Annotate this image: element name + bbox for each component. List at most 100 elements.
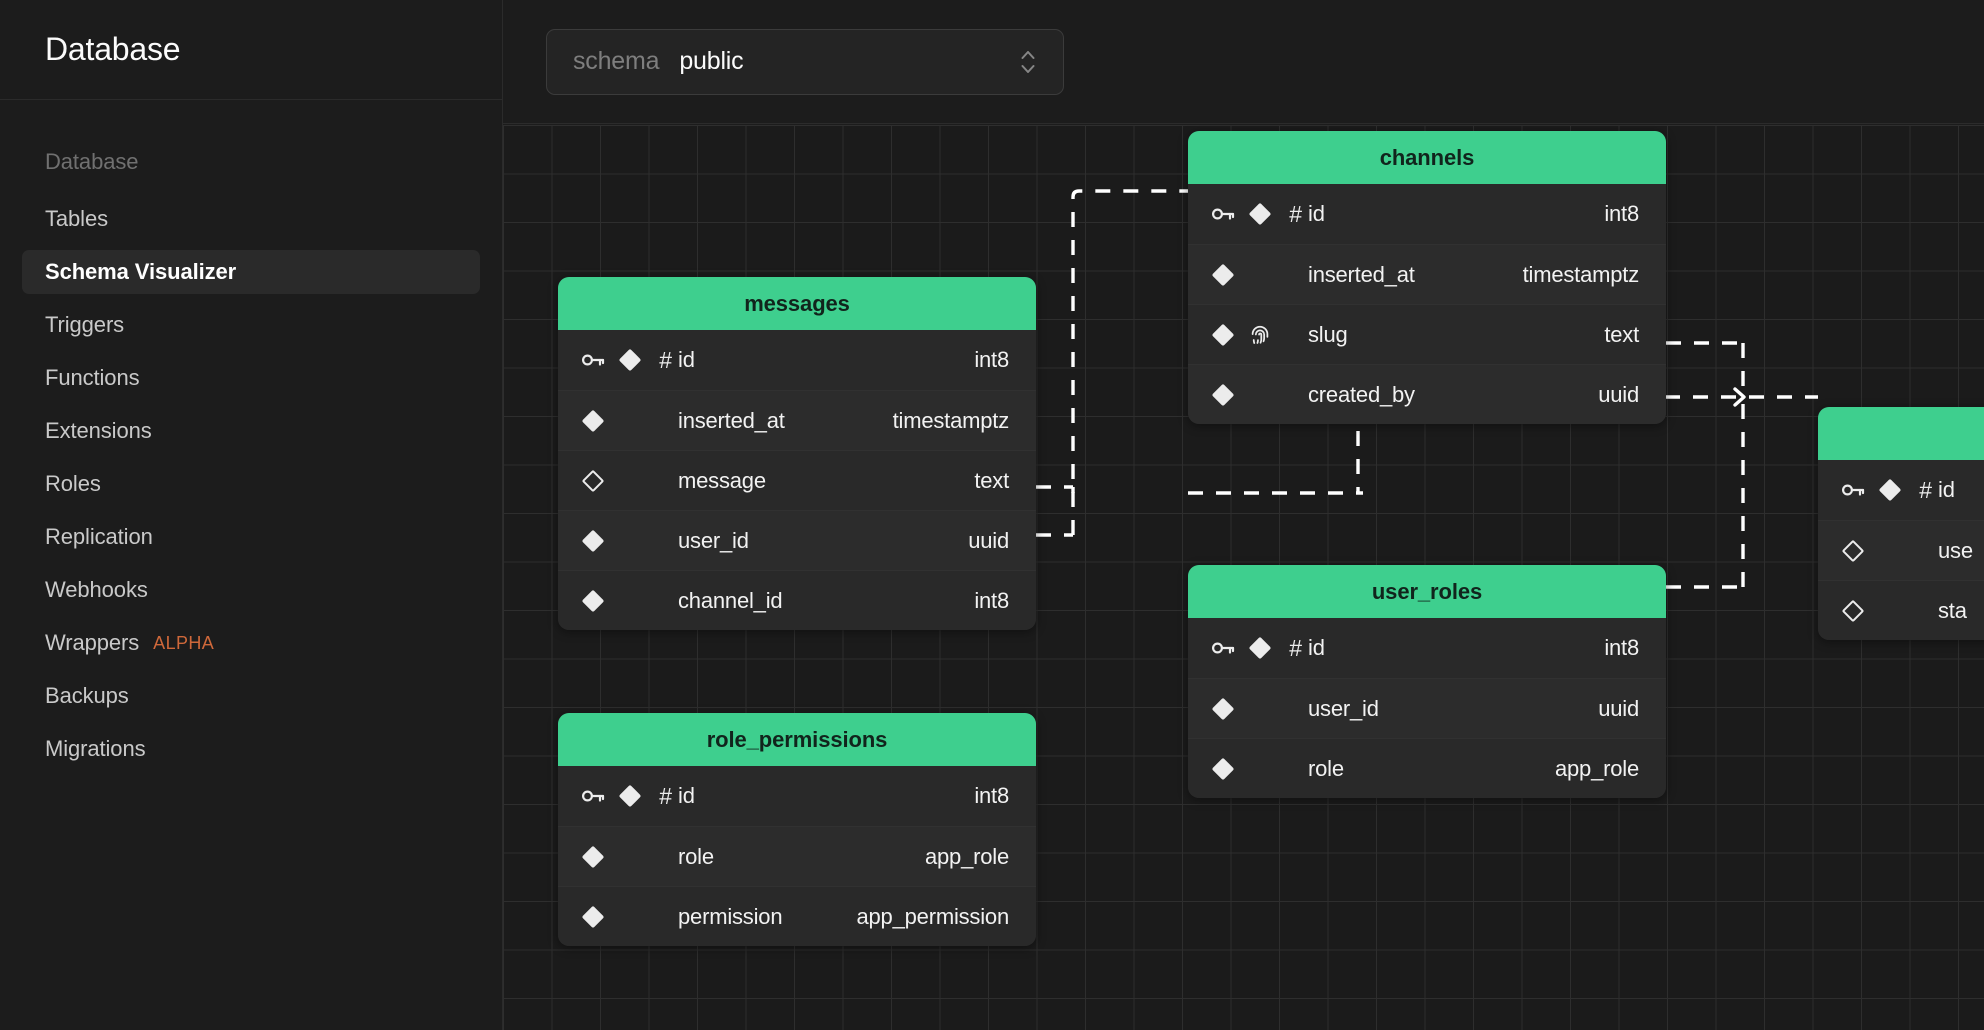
primary-key-icon	[1210, 201, 1236, 227]
column-type: app_role	[924, 843, 1009, 869]
sidebar-item-label: Extensions	[45, 418, 152, 443]
sidebar-item-label: Tables	[45, 206, 108, 231]
column-type: uuid	[1598, 695, 1639, 721]
column-name: id	[678, 783, 695, 808]
not-null-column-icon	[580, 904, 606, 930]
sidebar-item-roles[interactable]: Roles	[22, 462, 480, 506]
column-name: role	[1308, 755, 1344, 781]
sidebar-header: Database	[0, 0, 502, 100]
sidebar-item-backups[interactable]: Backups	[22, 674, 480, 718]
column-icons	[580, 904, 678, 930]
column-icons: #	[1210, 635, 1308, 661]
table-column-row[interactable]: role app_role	[1188, 738, 1666, 798]
not-null-column-icon	[1247, 201, 1272, 227]
column-name: permission	[678, 903, 783, 929]
table-node-header[interactable]: role_permissions	[558, 713, 1036, 766]
column-name: created_by	[1308, 381, 1415, 407]
not-null-column-icon	[617, 347, 642, 373]
not-null-column-icon	[1247, 635, 1272, 661]
numeric-type-icon: #	[1919, 476, 1932, 503]
column-icons	[580, 468, 678, 494]
column-type: int8	[1604, 635, 1639, 660]
column-icons	[1210, 322, 1308, 348]
column-type: int8	[974, 587, 1009, 613]
column-name: id	[1308, 201, 1325, 226]
not-null-column-icon	[580, 588, 606, 614]
not-null-column-icon	[580, 408, 606, 434]
table-node-user_roles[interactable]: user_roles #id int8 user_id uuid role app_role	[1188, 565, 1666, 798]
page-title: Database	[45, 31, 181, 67]
nullable-column-icon	[1840, 538, 1866, 564]
sidebar-item-migrations[interactable]: Migrations	[22, 727, 480, 771]
column-name: inserted_at	[678, 407, 785, 433]
column-type: timestamptz	[892, 407, 1010, 433]
sidebar-item-triggers[interactable]: Triggers	[22, 303, 480, 347]
column-name: id	[1308, 635, 1325, 660]
table-column-row[interactable]: use	[1818, 520, 1984, 580]
table-column-row[interactable]: message text	[558, 450, 1036, 510]
sidebar-item-webhooks[interactable]: Webhooks	[22, 568, 480, 612]
not-null-column-icon	[1210, 696, 1236, 722]
table-node-header[interactable]: user_roles	[1188, 565, 1666, 618]
column-name: user_id	[1308, 695, 1379, 721]
table-node-header[interactable]: channels	[1188, 131, 1666, 184]
sidebar-item-tables[interactable]: Tables	[22, 197, 480, 241]
column-type: uuid	[1598, 381, 1639, 407]
table-node-title: user_roles	[1371, 578, 1483, 604]
not-null-column-icon	[1210, 756, 1236, 782]
table-column-row[interactable]: created_by uuid	[1188, 364, 1666, 424]
toolbar: schema public	[503, 0, 1984, 124]
column-type: int8	[974, 347, 1009, 372]
column-icons	[580, 528, 678, 554]
sidebar-item-label: Triggers	[45, 312, 125, 337]
column-icons: #	[580, 783, 678, 809]
schema-select[interactable]: schema public	[546, 28, 1064, 95]
column-name: inserted_at	[1308, 261, 1415, 287]
column-icons	[1840, 538, 1938, 564]
table-column-row[interactable]: #id	[1818, 460, 1984, 520]
table-column-row[interactable]: #id int8	[1188, 618, 1666, 678]
table-column-row[interactable]: inserted_at timestamptz	[558, 390, 1036, 450]
column-icons	[1210, 262, 1308, 288]
table-node-header[interactable]: messages	[558, 277, 1036, 330]
not-null-column-icon	[617, 783, 642, 809]
column-type: timestamptz	[1522, 261, 1640, 287]
chevron-up-down-icon	[1019, 47, 1037, 77]
column-type: app_role	[1554, 755, 1639, 781]
sidebar-item-schema-visualizer[interactable]: Schema Visualizer	[22, 250, 480, 294]
column-type: int8	[974, 783, 1009, 808]
table-column-row[interactable]: inserted_at timestamptz	[1188, 244, 1666, 304]
table-column-row[interactable]: sta	[1818, 580, 1984, 640]
sidebar-item-extensions[interactable]: Extensions	[22, 409, 480, 453]
column-name: use	[1938, 537, 1973, 563]
table-node-header[interactable]	[1818, 407, 1984, 460]
column-name: message	[678, 467, 766, 493]
table-node-title: channels	[1379, 144, 1475, 170]
sidebar-section-label: Database	[45, 149, 139, 174]
table-column-row[interactable]: #id int8	[558, 766, 1036, 826]
not-null-column-icon	[1877, 477, 1902, 503]
nullable-column-icon	[580, 468, 606, 494]
sidebar-item-replication[interactable]: Replication	[22, 515, 480, 559]
table-column-row[interactable]: user_id uuid	[1188, 678, 1666, 738]
column-icons	[1210, 756, 1308, 782]
column-type: text	[974, 467, 1009, 493]
table-node-users[interactable]: #id use sta	[1818, 407, 1984, 640]
main-content: schema public	[503, 0, 1984, 1030]
sidebar-item-functions[interactable]: Functions	[22, 356, 480, 400]
primary-key-icon	[580, 347, 606, 373]
